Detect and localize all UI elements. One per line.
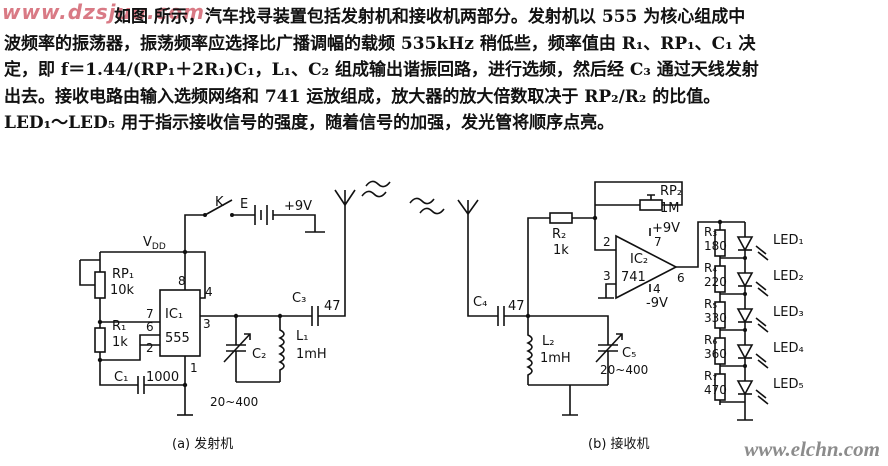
ic2-741-opamp (615, 234, 678, 300)
rp2-wiper (647, 194, 655, 200)
led2-label: LED₂ (773, 269, 804, 284)
c4-value: 47 (508, 299, 525, 314)
led3-diode (736, 308, 754, 324)
switch-label: K (215, 195, 224, 210)
led2-diode (736, 272, 754, 288)
r1-label: R₁ (112, 319, 126, 334)
switch-k (204, 199, 233, 216)
transmitter-circuit: K E +9V VDD RP₁ 10k R₁ 1k C₁ 10 (79, 180, 391, 416)
rp1-value: 10k (110, 283, 135, 298)
pin-label: 7 (654, 235, 662, 249)
led4-label: LED₄ (773, 341, 804, 356)
l2-inductor (526, 316, 533, 385)
antenna-tx (334, 189, 356, 207)
rp1-label: RP₁ (112, 267, 134, 282)
rp1-resistor (94, 271, 106, 299)
r4-value: 220 (704, 275, 727, 289)
paragraph-line: 出去。接收电路由输入选频网络和 741 运放组成，放大器的放大倍数取决于 RP₂… (4, 86, 721, 107)
rp2-resistor (639, 199, 663, 211)
neg-supply-label: -9V (646, 296, 668, 311)
l2-value: 1mH (540, 351, 571, 366)
ic2-type: 741 (621, 270, 646, 285)
paragraph-line: 如图 所示，汽车找寻装置包括发射机和接收机两部分。发射机以 555 为核心组成中 (114, 7, 746, 27)
pin-label: 6 (677, 271, 685, 285)
r2-value: 1k (553, 243, 569, 258)
r2-resistor (549, 212, 573, 224)
rp2-value: 1M (660, 201, 680, 216)
vdd-label: VDD (143, 235, 166, 252)
r5-resistor (714, 301, 726, 329)
led5-label: LED₅ (773, 377, 804, 392)
description-paragraph: 如图 所示，汽车找寻装置包括发射机和接收机两部分。发射机以 555 为核心组成中… (4, 4, 888, 137)
pin-label: 7 (146, 307, 154, 321)
l1-inductor (278, 316, 285, 382)
c1-value: 1000 (146, 370, 179, 385)
pin-label: 2 (146, 341, 154, 355)
r5-label: R₅ (704, 297, 717, 311)
light-rays (755, 245, 769, 261)
r6-value: 360 (704, 347, 727, 361)
c4-label: C₄ (473, 295, 487, 310)
l1-value: 1mH (296, 347, 327, 362)
led1-diode (736, 236, 754, 252)
paragraph-line: 波频率的振荡器，振荡频率应选择比广播调幅的载频 535kHz 稍低些，频率值由 … (4, 33, 756, 54)
pos-supply-label: +9V (652, 221, 680, 236)
r3-label: R₃ (704, 225, 717, 239)
r4-resistor (714, 265, 726, 293)
pin-label: 4 (653, 282, 661, 296)
watermark-top: www.dzsjuu.com (2, 0, 205, 24)
radio-wave (409, 197, 435, 205)
r6-resistor (714, 337, 726, 365)
paragraph-line: LED₁～LED₅ 用于指示接收信号的强度，随着信号的加强，发光管将顺序点亮。 (4, 113, 615, 133)
r7-value: 470 (704, 383, 727, 397)
pin-label: 6 (146, 320, 154, 334)
ic1-label: IC₁ (165, 307, 183, 322)
supply-label: +9V (284, 199, 312, 214)
led4-diode (736, 344, 754, 360)
r4-label: R₄ (704, 261, 717, 275)
ic1-type: 555 (165, 331, 190, 346)
rp2-label: RP₂ (660, 184, 682, 199)
l2-label: L₂ (542, 334, 554, 349)
pin-label: 3 (603, 269, 611, 283)
c3-label: C₃ (292, 291, 306, 306)
r1-resistor (94, 327, 106, 353)
watermark-bottom: www.elchn.com (744, 437, 880, 461)
led5-diode (736, 380, 754, 396)
led1-label: LED₁ (773, 233, 804, 248)
r3-value: 180 (704, 239, 727, 253)
pin-label: 1 (190, 361, 198, 375)
r7-resistor (714, 373, 726, 401)
receiver-circuit: C₄ 47 L₂ 1mH C₅ 20~400 R₂ 1k RP₂ 1M (409, 181, 804, 421)
c1-label: C₁ (114, 370, 128, 385)
r2-label: R₂ (552, 227, 566, 242)
rp1-wiper (79, 260, 95, 286)
r5-value: 330 (704, 311, 727, 325)
receiver-caption: (b) 接收机 (588, 436, 650, 452)
r3-resistor (714, 229, 726, 257)
led3-label: LED₃ (773, 305, 804, 320)
paragraph-line: 定，即 f＝1.44/(RP₁＋2R₁)C₁，L₁、C₂ 组成输出谐振回路，进行… (4, 60, 759, 80)
r7-label: R₇ (704, 369, 717, 383)
c3-value: 47 (324, 299, 341, 314)
c2-label: C₂ (252, 347, 266, 362)
pin-label: 4 (205, 285, 213, 299)
r1-value: 1k (112, 335, 128, 350)
c5-label: C₅ (622, 346, 636, 361)
c2-value: 20~400 (210, 395, 258, 409)
pin-label: 3 (203, 317, 211, 331)
pin-label: 2 (603, 235, 611, 249)
radio-wave (361, 190, 387, 198)
antenna-rx (457, 199, 479, 216)
battery-label: E (240, 197, 248, 212)
pin-label: 8 (178, 274, 186, 288)
l1-label: L₁ (296, 329, 308, 344)
c5-value: 20~400 (600, 363, 648, 377)
ic1-555 (159, 289, 201, 357)
ic2-label: IC₂ (630, 252, 648, 267)
transmitter-caption: (a) 发射机 (172, 436, 233, 452)
r6-label: R₆ (704, 333, 717, 347)
